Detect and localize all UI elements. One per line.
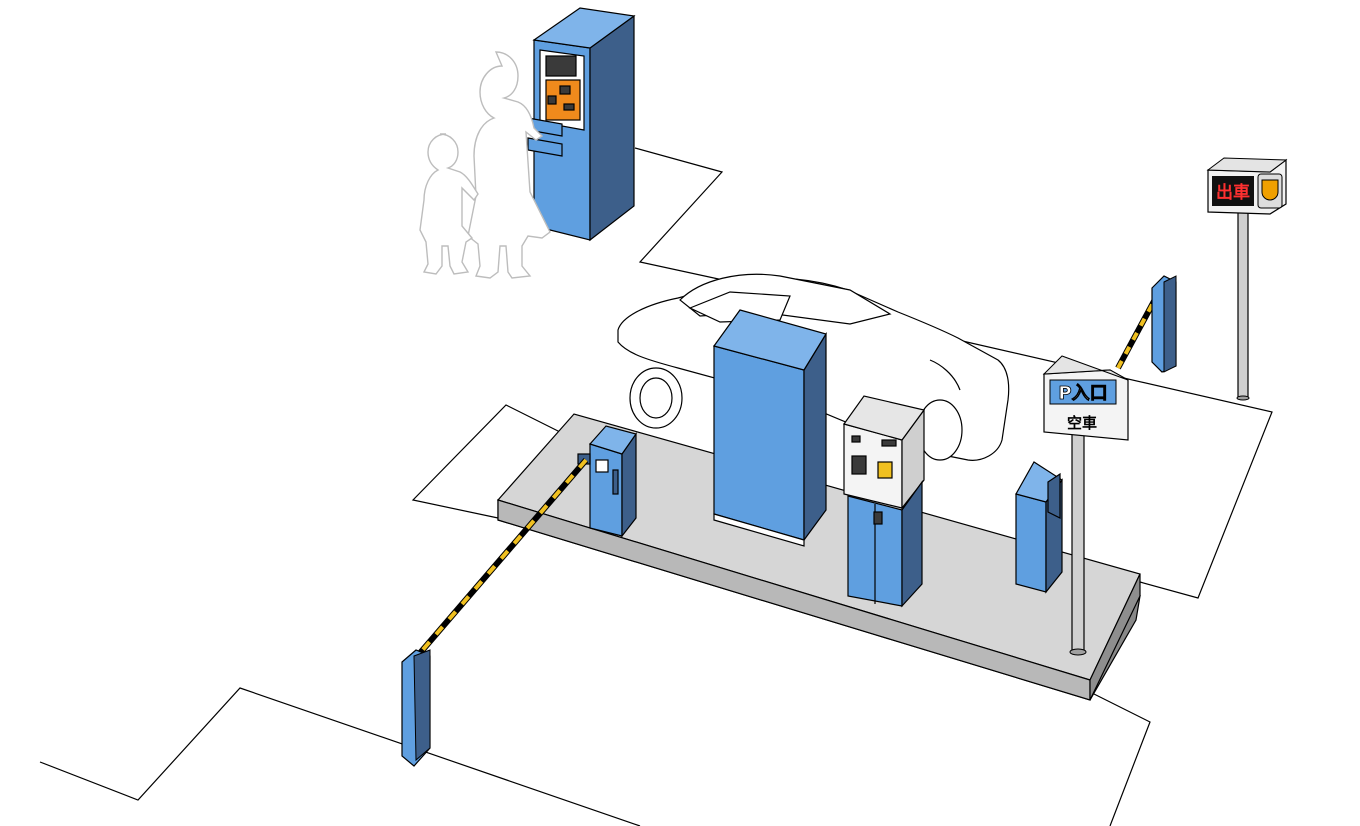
entrance-sign: P入口 空車 [1042, 355, 1129, 656]
ticket-dispenser-right [1015, 461, 1063, 594]
exit-warning-display: 出車 [1206, 157, 1288, 401]
barrier-gate-icon [1115, 275, 1177, 373]
warning-beacon-icon [1261, 179, 1279, 201]
booth-cabinet [713, 309, 827, 547]
island-platform [496, 413, 1141, 701]
pay-station-machine [527, 7, 636, 242]
ticket-dispenser-left [577, 425, 637, 538]
exit-pay-machine [843, 395, 926, 608]
person-silhouette-icon [419, 51, 551, 279]
entrance-sign-label: P入口 [1058, 383, 1107, 404]
pay-station-screen [545, 55, 577, 77]
exit-display-text: 出車 [1216, 182, 1250, 203]
vacancy-label: 空車 [1067, 414, 1097, 432]
barrier-gate-icon [401, 458, 589, 767]
